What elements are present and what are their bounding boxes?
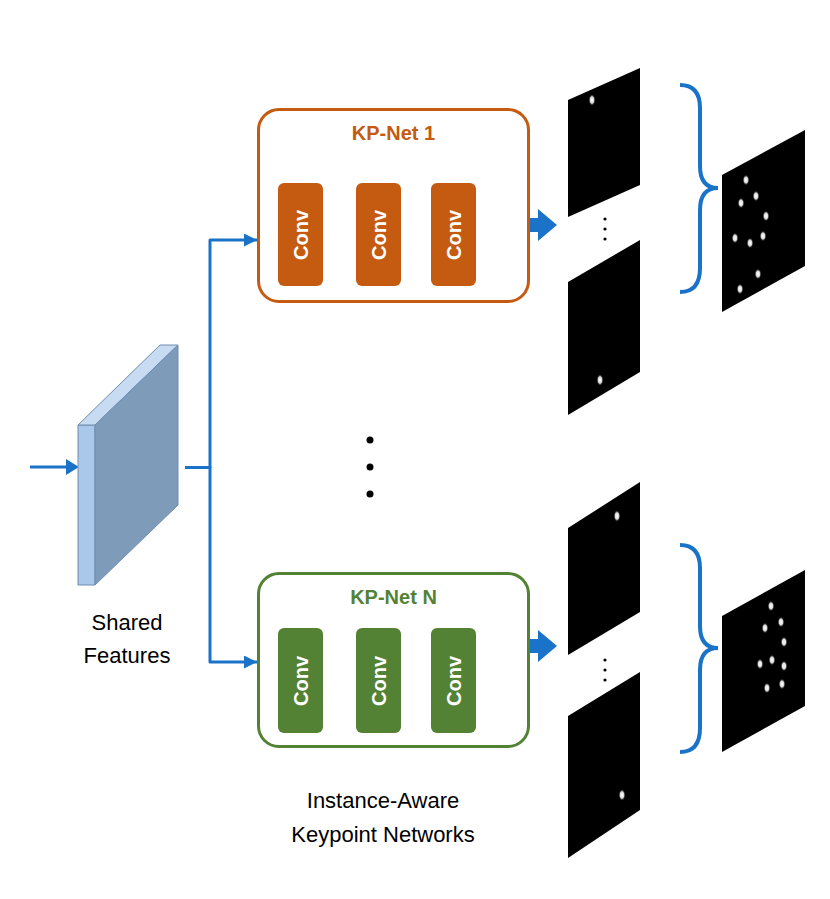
- feature-map: Shared Features: [70, 340, 185, 590]
- conv-layer: Conv: [356, 628, 401, 733]
- heatmap: [568, 482, 640, 655]
- network-title: KP-Net 1: [260, 122, 527, 145]
- layer-label: Conv: [289, 210, 312, 260]
- feature-slab: [70, 340, 185, 590]
- heatmap: [568, 240, 640, 415]
- conv-layer: Conv: [356, 183, 401, 286]
- input-arrow: [30, 459, 79, 475]
- caption-label: Instance-Aware Keypoint Networks: [268, 784, 498, 852]
- heatmap-dots: [603, 217, 606, 240]
- conv-layer: Conv: [431, 628, 476, 733]
- network-box: KP-Net N Conv Conv Conv: [257, 572, 530, 748]
- layer-label: Conv: [367, 210, 390, 260]
- combined-heatmap: [722, 130, 805, 312]
- layer-label: Conv: [442, 656, 465, 706]
- conv-layer: Conv: [278, 628, 323, 733]
- combined-heatmap: [722, 570, 805, 752]
- layer-label: Conv: [289, 656, 312, 706]
- conv-layer: Conv: [278, 183, 323, 286]
- conv-layer: Conv: [431, 183, 476, 286]
- heatmap: [568, 672, 640, 858]
- feature-label: Shared Features: [52, 606, 202, 672]
- connector-arrow: [185, 240, 257, 468]
- network-box: KP-Net 1 Conv Conv Conv: [257, 108, 530, 303]
- heatmap: [568, 68, 640, 217]
- heatmap-dots: [603, 658, 606, 681]
- connector-arrow: [185, 468, 257, 663]
- ellipsis-dots: [367, 437, 374, 498]
- layer-label: Conv: [442, 210, 465, 260]
- bracket: [680, 85, 718, 292]
- network-title: KP-Net N: [260, 586, 527, 609]
- bracket: [680, 545, 718, 752]
- layer-label: Conv: [367, 656, 390, 706]
